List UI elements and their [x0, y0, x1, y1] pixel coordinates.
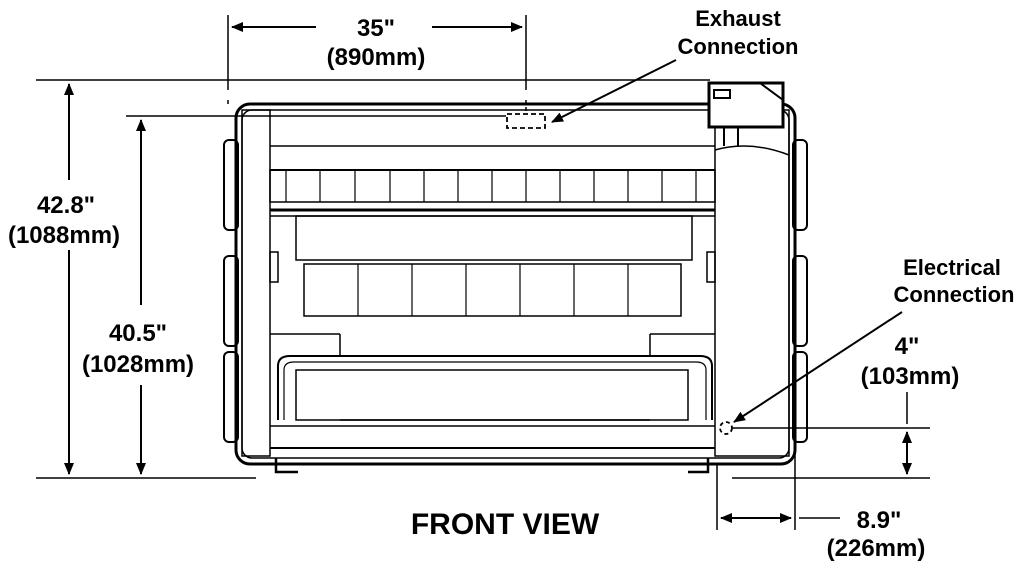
width-mm-label: (890mm) — [327, 44, 426, 71]
roller-frame — [295, 215, 693, 261]
electrical-height-mm-label: (103mm) — [861, 363, 960, 390]
left-side-panel-bottom — [223, 351, 239, 443]
electrical-connection-marker — [719, 421, 733, 435]
dimension-labels: 35" (890mm) 42.8" (1088mm) 40.5" (1028mm… — [8, 15, 959, 562]
right-column — [714, 109, 790, 457]
right-column-curve — [714, 145, 790, 156]
machine-body — [223, 81, 808, 474]
width-inches-label: 35" — [357, 15, 395, 42]
electrical-offset-mm-label: (226mm) — [827, 535, 926, 562]
electrical-callout-line2: Connection — [894, 282, 1015, 307]
middle-cell-row — [303, 263, 682, 317]
exhaust-vent — [713, 89, 731, 99]
callout-labels: Exhaust Connection Electrical Connection — [678, 6, 1015, 307]
drawer-handle-outer — [277, 355, 713, 420]
electrical-callout-line1: Electrical — [903, 255, 1001, 280]
dimension-lines — [36, 15, 930, 530]
right-foot — [688, 458, 710, 474]
inner-housing-line — [241, 109, 790, 459]
overall-height-mm-label: (1088mm) — [8, 222, 120, 249]
exhaust-leader-arrow — [551, 59, 677, 123]
left-bracket — [269, 251, 279, 283]
exhaust-callout-line1: Exhaust — [695, 6, 781, 31]
right-bracket — [706, 251, 716, 283]
electrical-offset-inches-label: 8.9" — [857, 507, 902, 534]
body-height-inches-label: 40.5" — [109, 320, 167, 347]
right-side-panel-top — [792, 139, 808, 231]
view-title: FRONT VIEW — [411, 508, 600, 541]
drawer-panel — [295, 369, 689, 421]
drawer-handle-inner — [283, 361, 707, 420]
middle-cell-dividers — [357, 264, 629, 316]
electrical-height-inches-label: 4" — [895, 333, 920, 360]
exhaust-connection-marker — [506, 113, 546, 129]
overall-height-inches-label: 42.8" — [37, 192, 95, 219]
body-height-mm-label: (1028mm) — [82, 351, 194, 378]
upper-cell-dividers — [285, 170, 697, 202]
right-side-panel-middle — [792, 255, 808, 347]
left-side-panel-middle — [223, 255, 239, 347]
left-column — [241, 109, 271, 457]
left-foot — [274, 458, 298, 474]
left-side-panel-top — [223, 139, 239, 231]
outer-housing — [234, 102, 797, 466]
exhaust-callout-line2: Connection — [678, 34, 799, 59]
right-side-panel-bottom — [792, 351, 808, 443]
electrical-leader-arrow — [733, 311, 903, 423]
